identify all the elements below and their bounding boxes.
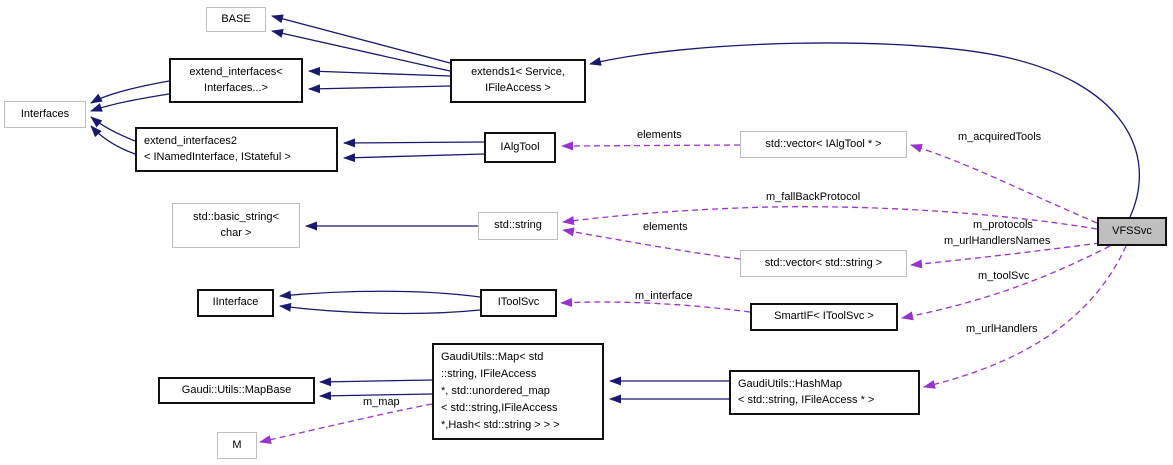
edge-label-m-acquiredtools: m_acquiredTools	[958, 131, 1042, 143]
edge-label-m-urlhandlersnames: m_urlHandlersNames	[944, 235, 1051, 247]
node-iinterface-label: IInterface	[212, 296, 259, 309]
node-mapbase-label: Gaudi::Utils::MapBase	[181, 383, 292, 396]
edge-inherit-extends1-base-2	[271, 29, 451, 72]
node-gaudiutils-hashmap-label: GaudiUtils::HashMap < std::string, IFile…	[738, 377, 875, 406]
edge-inherit-itoolsvc-iinterface-2	[279, 302, 481, 315]
edge-usage-map-m	[259, 403, 433, 445]
edge-label-m-interface: m_interface	[635, 290, 693, 302]
node-itoolsvc[interactable]: IToolSvc	[480, 289, 557, 317]
node-vector-string[interactable]: std::vector< std::string >	[740, 250, 907, 277]
edge-inherit-itoolsvc-iinterface-1	[279, 290, 481, 300]
node-gaudiutils-hashmap[interactable]: GaudiUtils::HashMap < std::string, IFile…	[729, 370, 920, 415]
edge-usage-vfssvc-hashmap	[923, 245, 1127, 389]
node-extends1[interactable]: extends1< Service, IFileAccess >	[450, 59, 586, 103]
node-vector-ialgtool[interactable]: std::vector< IAlgTool * >	[740, 131, 907, 158]
edge-label-elements-string: elements	[643, 221, 688, 233]
edge-usage-vfssvc-smartif	[901, 245, 1111, 321]
edge-inherit-extendinterfaces2-interfaces-1	[90, 116, 136, 142]
node-mapbase[interactable]: Gaudi::Utils::MapBase	[158, 377, 315, 404]
node-basic-string[interactable]: std::basic_string< char >	[172, 203, 300, 248]
edge-usage-vectorstring-stdstring	[562, 227, 741, 260]
edge-label-m-toolsvc: m_toolSvc	[978, 270, 1030, 282]
node-basic-string-label: std::basic_string< char >	[193, 210, 279, 239]
edge-inherit-map-mapbase-2	[319, 391, 433, 401]
edge-inherit-ialgtool-extendinterfaces2-2	[343, 153, 485, 163]
edge-label-elements-ialgtool: elements	[637, 129, 682, 141]
node-vfssvc[interactable]: VFSSvc	[1097, 217, 1167, 246]
node-extend-interfaces2-label: extend_interfaces2 < INamedInterface, IS…	[144, 134, 291, 163]
node-vector-ialgtool-label: std::vector< IAlgTool * >	[765, 137, 882, 150]
node-m-label: M	[232, 438, 242, 451]
edge-label-m-fallbackprotocol: m_fallBackProtocol	[766, 191, 861, 203]
node-m[interactable]: M	[217, 432, 257, 459]
node-smartif-itoolsvc-label: SmartIF< IToolSvc >	[774, 310, 874, 323]
edge-inherit-extends1-extendinterfaces-2	[308, 84, 451, 94]
node-vfssvc-label: VFSSvc	[1112, 224, 1152, 237]
edge-inherit-extends1-base-1	[271, 14, 451, 64]
edge-label-m-protocols: m_protocols	[973, 219, 1033, 231]
node-base-label: BASE	[221, 12, 251, 25]
node-smartif-itoolsvc[interactable]: SmartIF< IToolSvc >	[750, 303, 898, 331]
edge-inherit-ialgtool-extendinterfaces2-1	[343, 138, 485, 148]
edge-usage-vectorialgtool-ialgtool	[561, 141, 741, 151]
node-ialgtool-label: IAlgTool	[500, 140, 540, 153]
node-extend-interfaces[interactable]: extend_interfaces< Interfaces...>	[169, 58, 303, 103]
node-extend-interfaces-label: extend_interfaces< Interfaces...>	[189, 65, 283, 94]
edge-inherit-vfssvc-extends1	[589, 42, 1140, 218]
node-vector-string-label: std::vector< std::string >	[764, 256, 883, 269]
node-gaudiutils-map[interactable]: GaudiUtils::Map< std ::string, IFileAcce…	[432, 343, 604, 440]
node-std-string-label: std::string	[494, 219, 542, 232]
edge-inherit-extendinterfaces-interfaces-1	[90, 80, 170, 104]
node-itoolsvc-label: IToolSvc	[497, 296, 540, 309]
edge-inherit-extends1-extendinterfaces-1	[308, 66, 451, 77]
node-gaudiutils-map-label: GaudiUtils::Map< std ::string, IFileAcce…	[441, 350, 560, 432]
edge-usage-vfssvc-vectorialgtool	[910, 144, 1098, 224]
edge-label-m-urlhandlers: m_urlHandlers	[966, 323, 1038, 335]
node-base[interactable]: BASE	[206, 7, 266, 32]
edge-inherit-extendinterfaces2-interfaces-2	[90, 125, 136, 155]
edge-usage-vfssvc-stdstring	[562, 206, 1098, 230]
node-interfaces[interactable]: Interfaces	[4, 101, 86, 128]
node-iinterface[interactable]: IInterface	[197, 289, 274, 317]
edge-label-m-map: m_map	[363, 396, 400, 408]
edge-inherit-extendinterfaces-interfaces-2	[90, 93, 170, 112]
node-ialgtool[interactable]: IAlgTool	[484, 132, 556, 163]
edge-usage-smartif-itoolsvc	[560, 297, 751, 313]
node-extends1-label: extends1< Service, IFileAccess >	[471, 66, 565, 94]
edge-inherit-map-mapbase-1	[319, 377, 433, 387]
edge-usage-vfssvc-vectorstring	[910, 242, 1101, 269]
node-std-string[interactable]: std::string	[478, 212, 558, 240]
node-extend-interfaces2[interactable]: extend_interfaces2 < INamedInterface, IS…	[135, 127, 338, 172]
node-interfaces-label: Interfaces	[20, 107, 70, 120]
